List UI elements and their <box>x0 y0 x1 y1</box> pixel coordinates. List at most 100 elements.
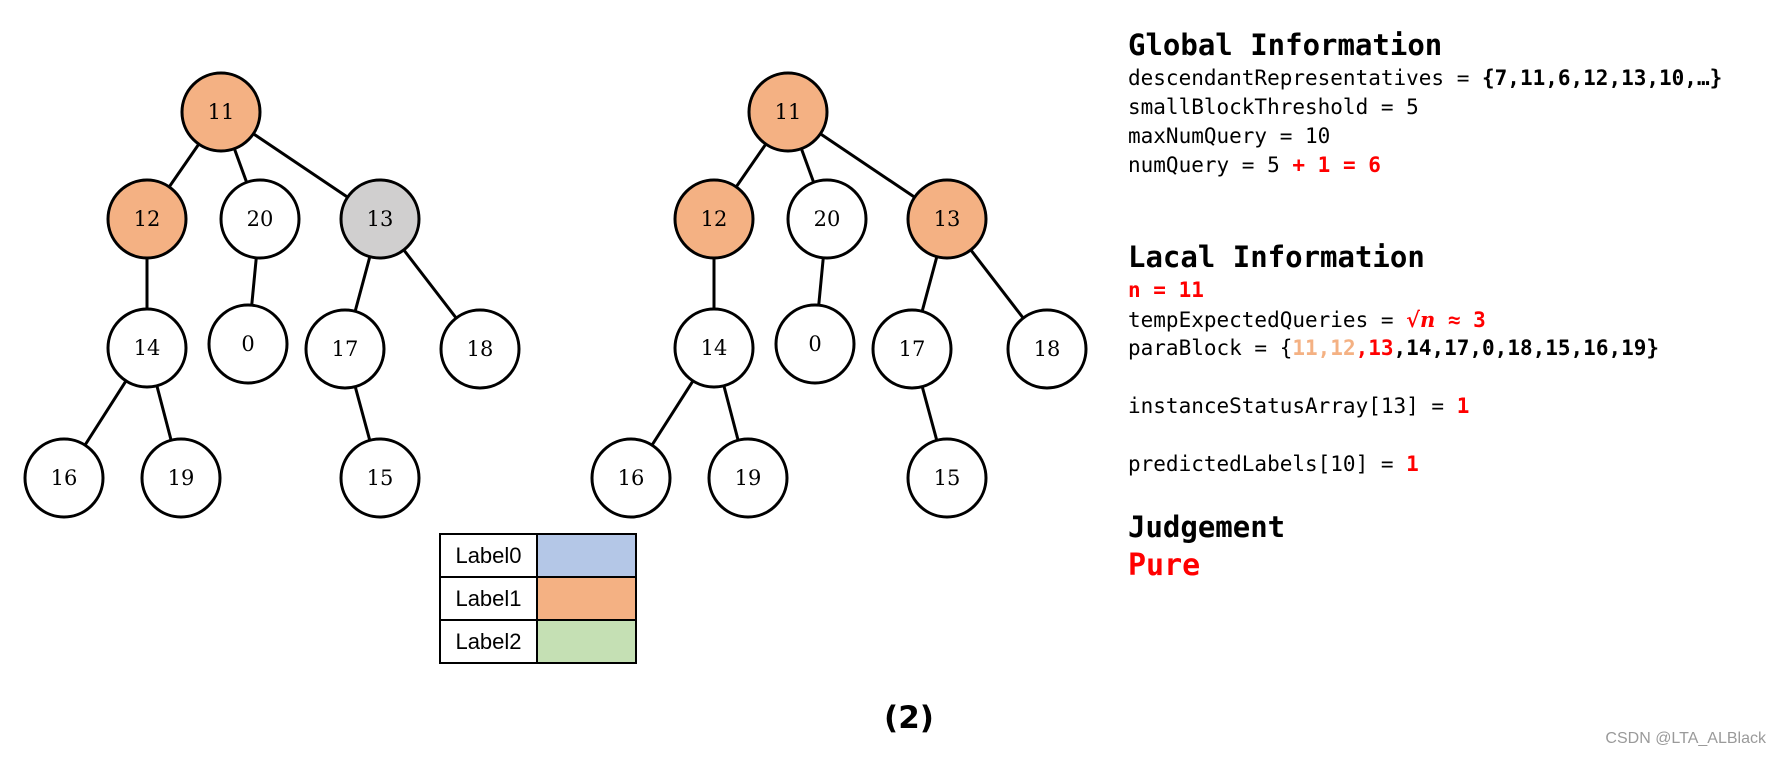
tree-node-15: 15 <box>906 437 988 519</box>
temp-suffix: ≈ 3 <box>1435 308 1486 332</box>
node-label: 16 <box>51 466 78 490</box>
para-red: ,13 <box>1355 336 1394 360</box>
node-label: 13 <box>934 207 961 231</box>
tree-node-15: 15 <box>339 437 421 519</box>
instance-prefix: instanceStatusArray[13] = <box>1128 394 1457 418</box>
tree-node-12: 12 <box>106 178 188 260</box>
tree-node-14: 14 <box>106 307 188 389</box>
tree-node-14: 14 <box>673 307 755 389</box>
node-label: 17 <box>332 337 359 361</box>
tree-node-16: 16 <box>23 437 105 519</box>
num-query-line: numQuery = 5 + 1 = 6 <box>1128 153 1381 177</box>
node-label: 12 <box>701 207 728 231</box>
legend-swatch <box>536 576 637 621</box>
instance-status-line: instanceStatusArray[13] = 1 <box>1128 394 1469 418</box>
tree-left: 11 12 20 13 14 0 17 18 16 19 15 <box>23 71 521 519</box>
node-label: 20 <box>247 207 274 231</box>
tree-node-0: 0 <box>207 303 289 385</box>
legend-row: Label1 <box>439 576 637 621</box>
legend-row: Label0 <box>439 533 637 578</box>
tree-node-13: 13 <box>906 178 988 260</box>
node-circle <box>339 178 421 260</box>
para-block-line: paraBlock = {11,12,13,14,17,0,18,15,16,1… <box>1128 336 1659 360</box>
node-label: 17 <box>899 337 926 361</box>
temp-prefix: tempExpectedQueries = <box>1128 308 1407 332</box>
legend-label: Label0 <box>439 533 538 578</box>
predicted-labels-line: predictedLabels[10] = 1 <box>1128 452 1419 476</box>
node-circle <box>590 437 672 519</box>
node-circle <box>439 308 521 390</box>
node-label: 14 <box>701 336 728 360</box>
node-label: 12 <box>134 207 161 231</box>
node-label: 0 <box>241 332 254 356</box>
node-label: 16 <box>618 466 645 490</box>
node-circle <box>906 437 988 519</box>
tree-node-19: 19 <box>707 437 789 519</box>
node-label: 0 <box>808 332 821 356</box>
desc-value: {7,11,6,12,13,10,…} <box>1482 66 1723 90</box>
node-circle <box>207 303 289 385</box>
node-label: 18 <box>1034 337 1061 361</box>
node-label: 11 <box>775 100 802 124</box>
node-label: 18 <box>467 337 494 361</box>
tree-right: 11 12 20 13 14 0 17 18 16 19 15 <box>590 71 1088 519</box>
tree-node-12: 12 <box>673 178 755 260</box>
node-circle <box>707 437 789 519</box>
node-circle <box>906 178 988 260</box>
watermark: CSDN @LTA_ALBlack <box>1605 730 1766 747</box>
legend-table: Label0 Label1 Label2 <box>439 533 637 664</box>
predicted-prefix: predictedLabels[10] = <box>1128 452 1407 476</box>
legend-swatch <box>536 619 637 664</box>
node-circle <box>23 437 105 519</box>
tree-node-13: 13 <box>339 178 421 260</box>
node-circle <box>673 307 755 389</box>
tree-node-19: 19 <box>140 437 222 519</box>
tree-node-18: 18 <box>1006 308 1088 390</box>
node-circle <box>219 178 301 260</box>
temp-expected-queries-line: tempExpectedQueries = √n ≈ 3 <box>1128 307 1486 332</box>
global-info-heading: Global Information <box>1128 28 1443 62</box>
small-block-threshold-line: smallBlockThreshold = 5 <box>1128 95 1419 119</box>
node-label: 15 <box>367 466 394 490</box>
tree-node-18: 18 <box>439 308 521 390</box>
node-label: 11 <box>208 100 235 124</box>
judgement-heading: Judgement <box>1128 510 1286 544</box>
node-circle <box>673 178 755 260</box>
legend-label: Label2 <box>439 619 538 664</box>
instance-value: 1 <box>1456 394 1470 418</box>
legend-row: Label2 <box>439 619 637 664</box>
n-line: n = 11 <box>1128 278 1204 302</box>
node-label: 15 <box>934 466 961 490</box>
predicted-value: 1 <box>1406 452 1419 476</box>
num-query-prefix: numQuery = 5 <box>1128 153 1293 177</box>
node-label: 19 <box>168 466 195 490</box>
node-label: 13 <box>367 207 394 231</box>
node-circle <box>106 307 188 389</box>
node-circle <box>339 437 421 519</box>
sqrt-n: √n <box>1406 307 1436 332</box>
judgement-value: Pure <box>1128 548 1201 583</box>
tree-node-17: 17 <box>871 308 953 390</box>
legend-label: Label1 <box>439 576 538 621</box>
tree-node-0: 0 <box>774 303 856 385</box>
tree-node-11: 11 <box>180 71 262 153</box>
node-circle <box>871 308 953 390</box>
tree-node-16: 16 <box>590 437 672 519</box>
node-circle <box>180 71 262 153</box>
max-num-query-line: maxNumQuery = 10 <box>1128 124 1331 148</box>
tree-node-11: 11 <box>747 71 829 153</box>
para-orange: 11,12 <box>1292 336 1356 360</box>
node-circle <box>774 303 856 385</box>
local-info-heading: Lacal Information <box>1128 240 1425 274</box>
descendant-representatives-line: descendantRepresentatives = {7,11,6,12,1… <box>1128 66 1722 90</box>
node-label: 19 <box>735 466 762 490</box>
node-circle <box>786 178 868 260</box>
para-prefix: paraBlock = { <box>1128 336 1293 360</box>
node-label: 20 <box>814 207 841 231</box>
node-circle <box>106 178 188 260</box>
node-circle <box>304 308 386 390</box>
node-circle <box>747 71 829 153</box>
node-circle <box>1006 308 1088 390</box>
tree-node-20: 20 <box>219 178 301 260</box>
